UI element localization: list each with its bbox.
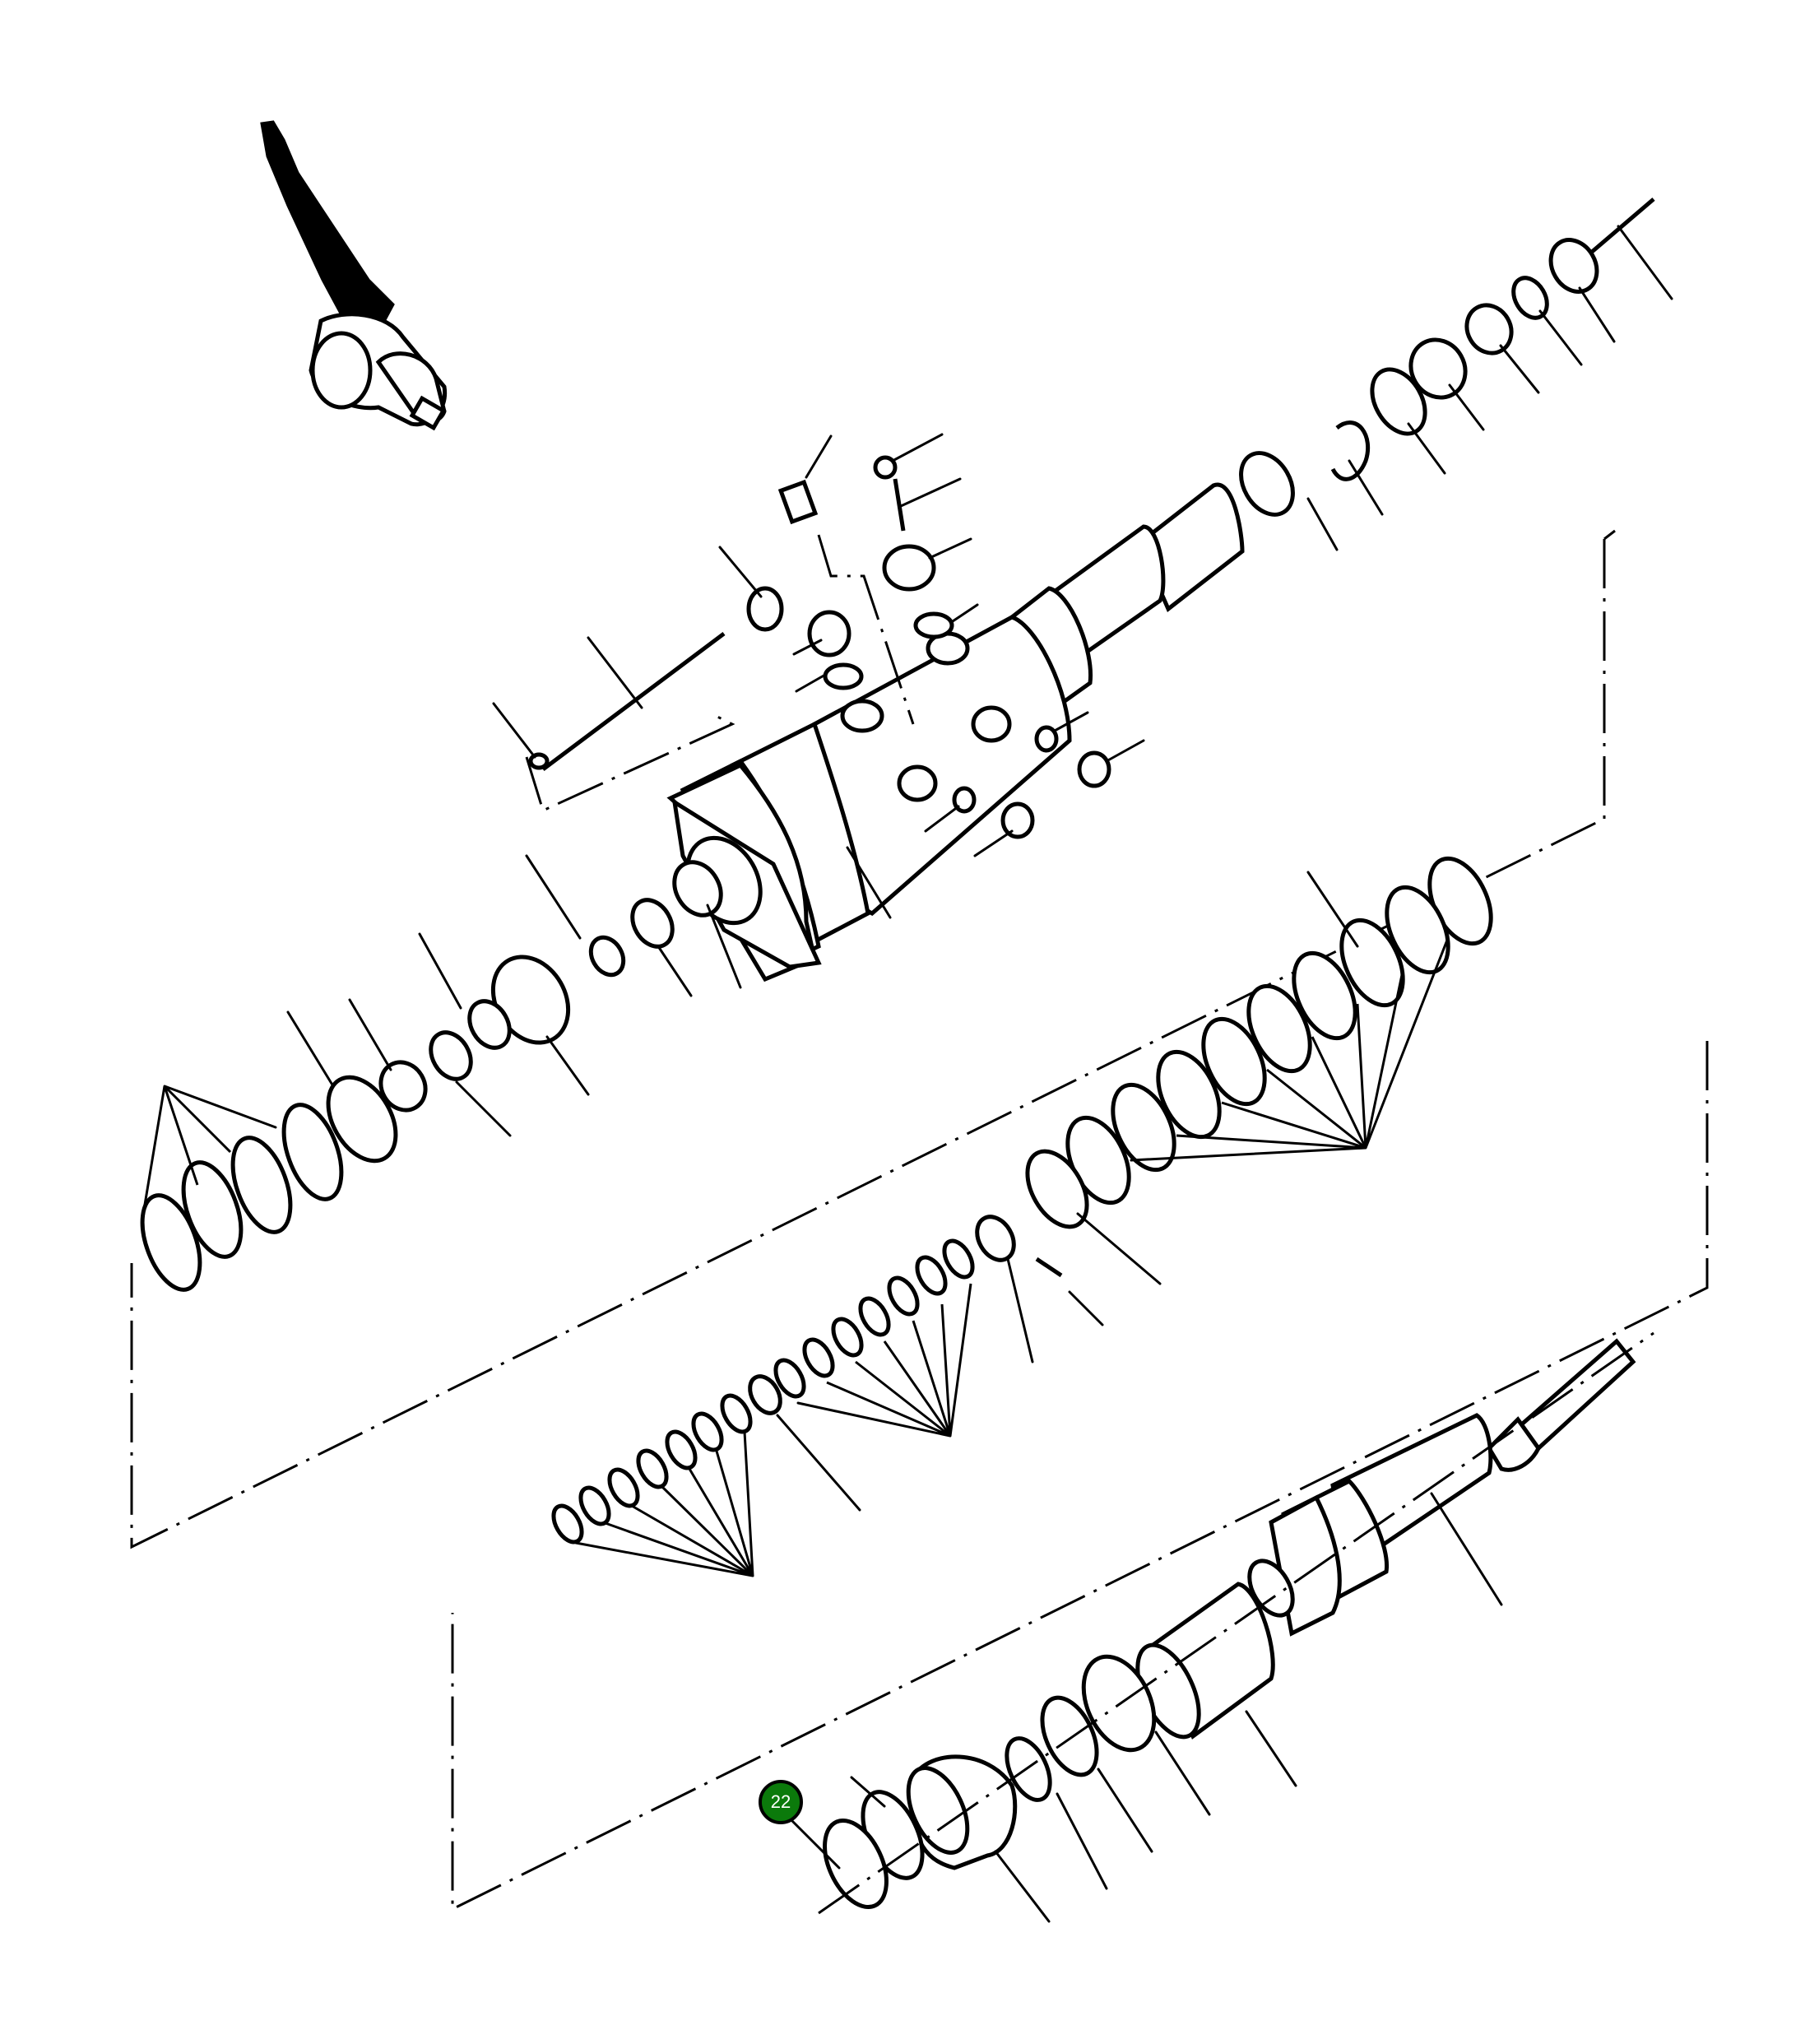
left-ring-stack — [140, 854, 742, 1292]
callout-label: 22 — [770, 1791, 791, 1812]
shaft-assembly — [791, 1331, 1654, 1923]
end-hardware-group — [1239, 197, 1673, 551]
small-plate-stack — [551, 1238, 975, 1577]
studs-and-fittings — [492, 433, 1145, 857]
gear-housing — [666, 482, 1245, 983]
right-ring-stack — [551, 856, 1493, 1577]
lower-frame — [451, 1041, 1709, 1912]
assembled-gear-icon — [260, 120, 448, 431]
callout-22[interactable]: 22 — [759, 1780, 803, 1824]
upper-frame — [130, 529, 1616, 1549]
